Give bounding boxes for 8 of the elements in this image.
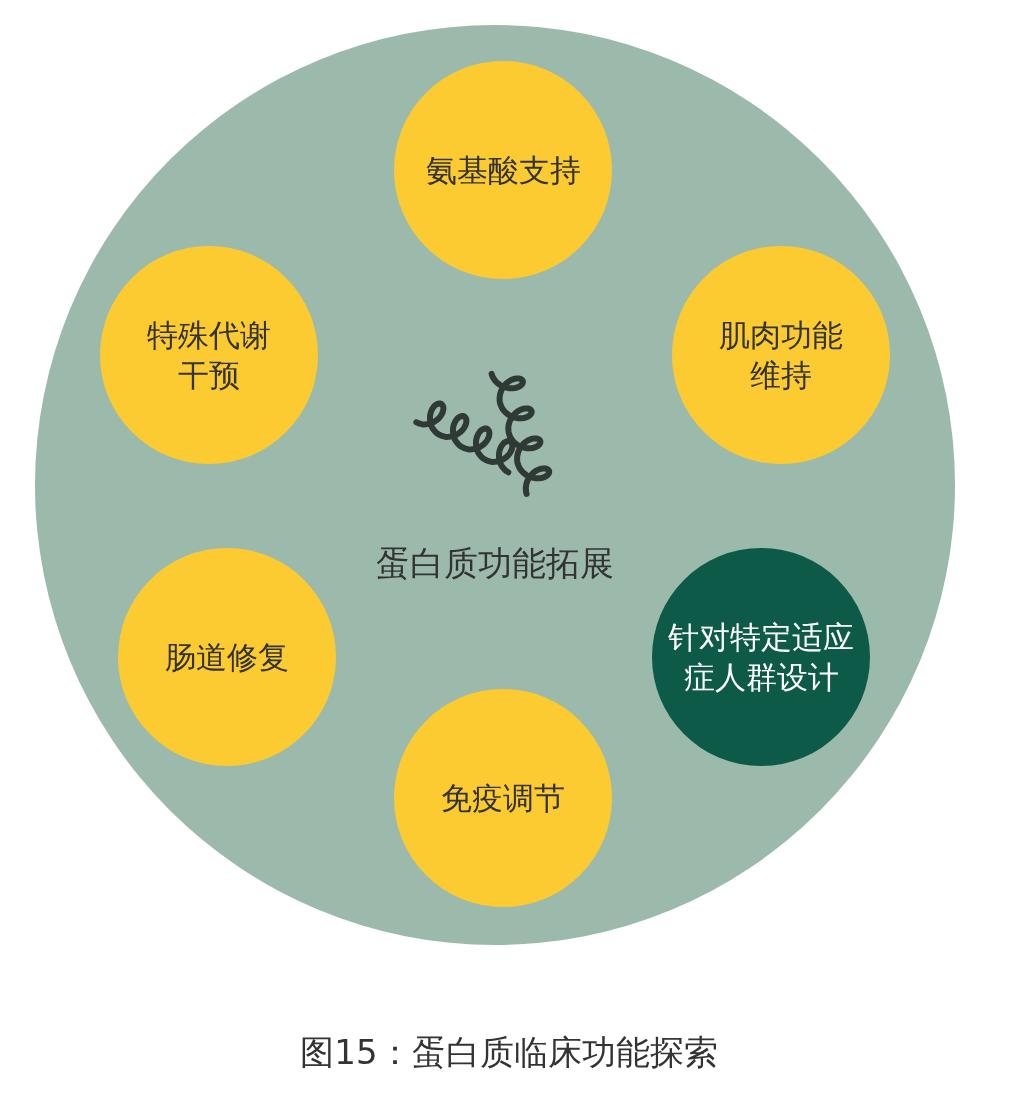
circle-label: 蛋白质功能拓展 [375,543,615,583]
circle-label: 肠道修复 [164,638,290,677]
caption: 图15：蛋白质临床功能探索 [300,1032,718,1072]
circle-label: 免疫调节 [440,779,566,818]
circle-label: 肌肉功能维持 [718,316,844,395]
circle-label: 针对特定适应症人群设计 [667,618,855,697]
circle-label: 特殊代谢干预 [146,316,272,395]
circle-label: 氨基酸支持 [424,151,582,190]
